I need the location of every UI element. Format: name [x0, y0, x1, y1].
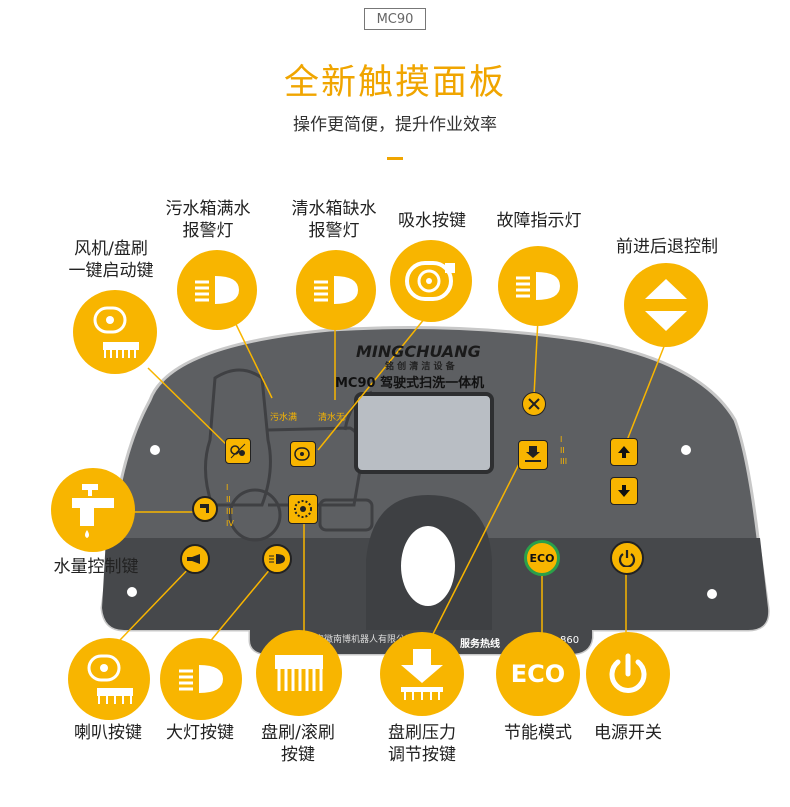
- arrow-up-icon: [645, 279, 687, 331]
- brand-logo: MINGCHUANG: [356, 342, 481, 361]
- fault-lamp-icon: [498, 246, 578, 326]
- lamp-icon: [179, 665, 223, 693]
- label-brush-pressure: 盘刷压力 调节按键: [388, 723, 456, 765]
- brush-icon: [275, 655, 323, 691]
- level-mark: I: [560, 435, 563, 444]
- label-forward-reverse: 前进后退控制: [616, 237, 718, 257]
- forward-reverse-icon: [624, 263, 708, 347]
- label-brush-button: 盘刷/滚刷 按键: [261, 723, 335, 765]
- lamp-icon: [195, 276, 239, 304]
- pressure-icon: [401, 649, 443, 700]
- power-icon: [618, 550, 636, 567]
- water-faucet-icon: [51, 468, 135, 552]
- panel-horn-button[interactable]: [180, 544, 210, 574]
- power-icon: [609, 653, 647, 693]
- footer-company: 安徽南博机器人有限公司: [315, 635, 415, 645]
- fan-brush-start-icon: [73, 290, 157, 374]
- label-water-control: 水量控制键: [53, 557, 139, 577]
- faucet-icon: [72, 484, 114, 538]
- headlight-callout-icon: [160, 638, 242, 720]
- arrow-down-icon: [618, 485, 630, 497]
- level-mark: IV: [226, 519, 234, 528]
- model-tag: MC90: [364, 8, 426, 30]
- label-horn-button: 喇叭按键: [74, 723, 142, 743]
- clean-tank-lamp-icon: [296, 250, 376, 330]
- fault-indicator: [522, 392, 546, 416]
- lamp-icon: [314, 276, 358, 304]
- label-headlight-button: 大灯按键: [166, 723, 234, 743]
- fan-icon: [405, 261, 455, 301]
- label-dirty-tank-full: 污水箱满水 报警灯: [165, 199, 251, 241]
- level-mark: III: [560, 457, 568, 466]
- panel-reverse-button[interactable]: [610, 477, 638, 505]
- water-level-marks: I II III IV: [226, 482, 234, 530]
- page-title: 全新触摸面板: [283, 63, 506, 103]
- brand-subtitle: 铭 创 清 洁 设 备: [385, 362, 455, 372]
- panel-forward-button[interactable]: [610, 438, 638, 466]
- fan-icon: [294, 447, 310, 461]
- pressure-icon: [525, 446, 541, 462]
- dirty-full-indicator-label: 污水满: [270, 413, 298, 423]
- eco-icon: ECO: [496, 632, 580, 716]
- panel-eco-button[interactable]: ECO: [524, 540, 560, 576]
- panel-power-button[interactable]: [610, 541, 644, 575]
- level-mark: I: [226, 483, 229, 492]
- label-clean-tank-empty: 清水箱缺水 报警灯: [291, 199, 377, 241]
- label-suction-button: 吸水按键: [398, 211, 466, 231]
- arrow-down-icon: [645, 311, 687, 331]
- lamp-icon: [516, 272, 560, 300]
- panel-headlight-button[interactable]: [262, 544, 292, 574]
- pressure-callout-icon: [380, 632, 464, 716]
- panel-fan-brush-button[interactable]: [225, 438, 251, 464]
- brush-callout-icon: [256, 630, 342, 716]
- title-divider: [387, 157, 403, 160]
- lamp-icon: [269, 554, 285, 564]
- suction-fan-icon: [390, 240, 472, 322]
- footer-hotline: 服务热线: [460, 639, 500, 650]
- wrench-icon: [528, 398, 540, 410]
- panel-brush-button[interactable]: [288, 494, 318, 524]
- arrow-up-icon: [618, 446, 630, 458]
- label-power-switch: 电源开关: [594, 723, 662, 743]
- pressure-level-marks: I II III: [560, 434, 567, 467]
- level-mark: II: [560, 446, 565, 455]
- panel-water-button[interactable]: [192, 496, 218, 522]
- page-subtitle: 操作更简便，提升作业效率: [293, 115, 497, 135]
- clean-empty-indicator-label: 清水无: [318, 413, 346, 423]
- faucet-icon: [200, 504, 209, 513]
- brush-icon: [294, 500, 312, 518]
- panel-pressure-button[interactable]: [518, 440, 548, 470]
- panel-suction-button[interactable]: [290, 441, 316, 467]
- label-eco-mode: 节能模式: [504, 723, 572, 743]
- horn-callout-icon: [68, 638, 150, 720]
- dirty-tank-lamp-icon: [177, 250, 257, 330]
- model-line: MC90 驾驶式扫洗一体机: [335, 376, 485, 391]
- label-fault-light: 故障指示灯: [496, 211, 582, 231]
- level-mark: III: [226, 507, 234, 516]
- level-mark: II: [226, 495, 231, 504]
- footer-hotline-tail: 860: [560, 635, 580, 646]
- label-fan-brush-start: 风机/盘刷 一键启动键: [68, 239, 154, 281]
- power-callout-icon: [586, 632, 670, 716]
